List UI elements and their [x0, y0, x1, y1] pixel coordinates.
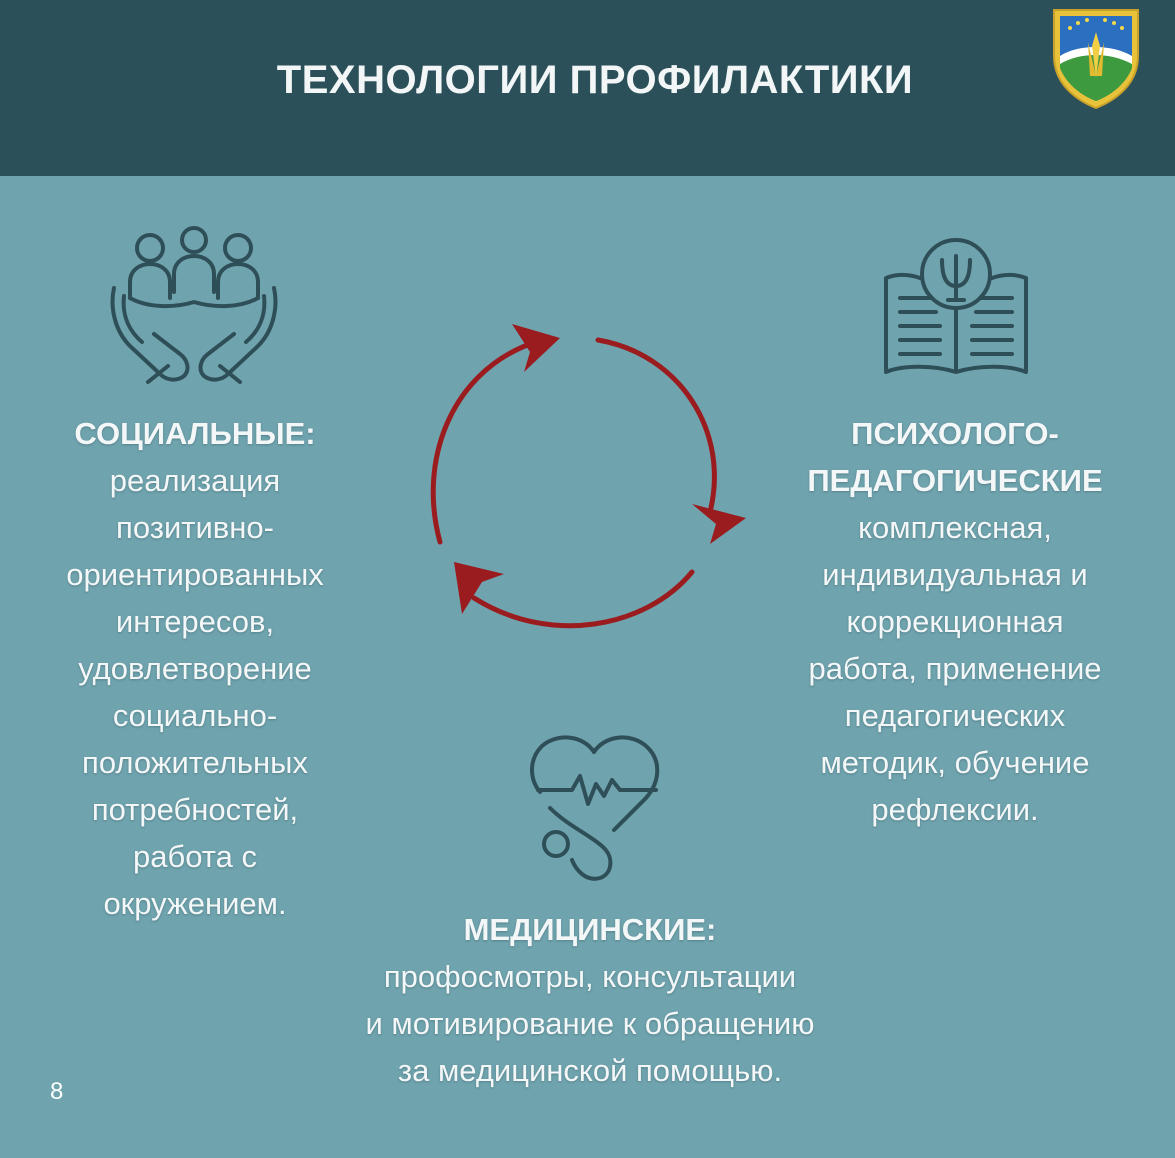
arrow-head-top: [512, 324, 560, 372]
medical-text: профосмотры, консультации и мотивировани…: [365, 959, 815, 1088]
heart-stethoscope-icon: [530, 735, 660, 881]
cycle-arrows-icon: [430, 324, 746, 629]
psycho-heading: ПСИХОЛОГО- ПЕДАГОГИЧЕСКИЕ: [807, 416, 1103, 498]
header-bar: ТЕХНОЛОГИИ ПРОФИЛАКТИКИ: [0, 0, 1175, 176]
psycho-pedagogical-section: ПСИХОЛОГО- ПЕДАГОГИЧЕСКИЕ комплексная, и…: [780, 410, 1130, 833]
page-title: ТЕХНОЛОГИИ ПРОФИЛАКТИКИ: [276, 58, 914, 102]
medical-section: МЕДИЦИНСКИЕ: профосмотры, консультации и…: [300, 906, 880, 1094]
arrow-head-bottom: [454, 562, 504, 614]
page-number: 8: [50, 1078, 64, 1105]
social-section: СОЦИАЛЬНЫЕ: реализация позитивно- ориент…: [40, 410, 350, 927]
medical-heading: МЕДИЦИНСКИЕ:: [463, 912, 717, 947]
people-in-hands-icon: [110, 226, 278, 384]
open-book-psi-icon: [884, 238, 1028, 374]
arrow-head-right: [692, 504, 746, 544]
social-heading: СОЦИАЛЬНЫЕ:: [74, 416, 316, 451]
coat-of-arms-emblem: [1053, 9, 1139, 110]
psycho-text: комплексная, индивидуальная и коррекцион…: [808, 510, 1102, 827]
social-text: реализация позитивно- ориентированных ин…: [66, 463, 324, 921]
